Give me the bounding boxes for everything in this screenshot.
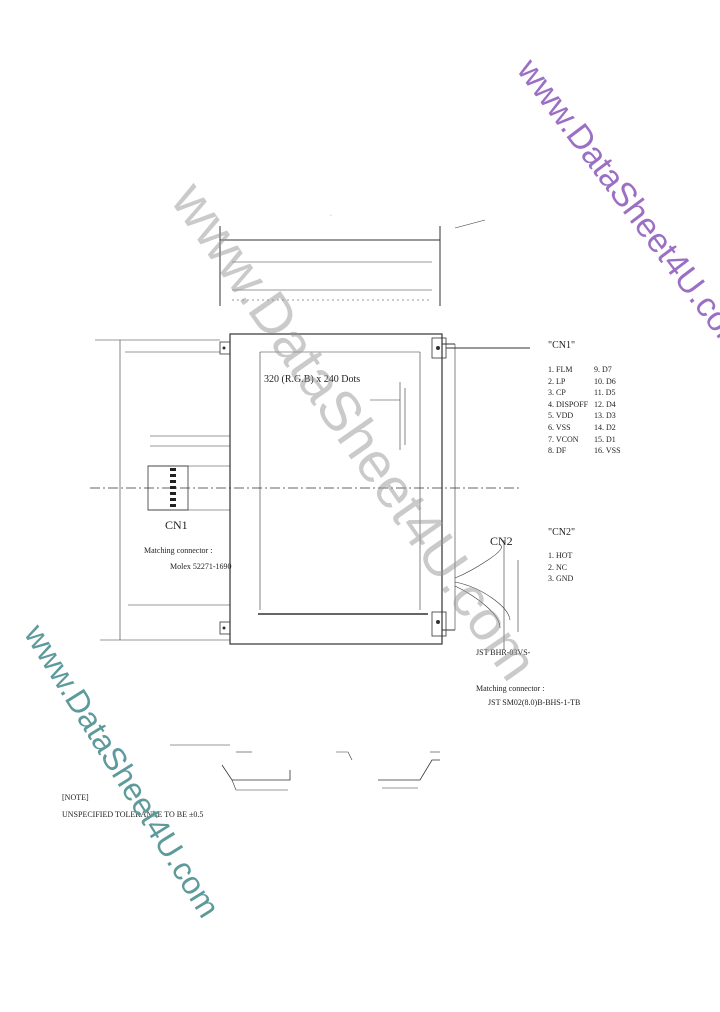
dimension-label: ·	[330, 213, 332, 219]
list-item: 13. D3	[594, 411, 616, 421]
cn1-pins-left: 1. FLM 2. LP 3. CP 4. DISPOFF 5. VDD 6. …	[548, 364, 588, 457]
cn2-pins: 1. HOT 2. NC 3. GND	[548, 550, 573, 585]
list-item: 5. VDD	[548, 411, 574, 421]
module-outline	[229, 333, 443, 645]
cn1-label: CN1	[165, 518, 188, 532]
list-item: 1. FLM	[548, 365, 573, 374]
list-item: 16. VSS	[594, 446, 621, 456]
list-item: 9. D7	[594, 365, 612, 374]
list-item: 14. D2	[594, 422, 616, 432]
note-title: [NOTE]	[62, 793, 89, 802]
cn2-heading: "CN2"	[548, 527, 576, 538]
list-item: 15. D1	[594, 434, 616, 444]
cn2-matching-label: Matching connector :	[476, 684, 545, 693]
list-item: 3. GND	[548, 574, 574, 584]
list-item: 10. D6	[594, 376, 616, 386]
list-item: 1. HOT	[548, 551, 573, 560]
cn1-heading: "CN1"	[548, 340, 576, 351]
resolution-label: 320 (R.G.B) x 240 Dots	[264, 374, 361, 385]
cn1-pins-right: 9. D7 10. D6 11. D5 12. D4 13. D3 14. D2…	[594, 364, 621, 457]
list-item: 4. DISPOFF	[548, 399, 589, 409]
list-item: 7. VCON	[548, 434, 579, 444]
list-item: 11. D5	[594, 388, 616, 398]
list-item: 12. D4	[594, 399, 616, 409]
cn2-label: CN2	[490, 534, 513, 548]
list-item: 8. DF	[548, 446, 567, 456]
cn2-matching-part: JST SM02(8.0)B-BHS-1-TB	[488, 698, 581, 707]
cn1-pin-ladder	[170, 468, 176, 507]
cn1-matching-label: Matching connector :	[144, 546, 213, 555]
cn2-connector-part: JST BHR-03VS-	[476, 648, 531, 657]
list-item: 3. CP	[548, 388, 566, 398]
list-item: 6. VSS	[548, 422, 571, 432]
cn1-matching-part: Molex 52271-1690	[170, 562, 232, 571]
list-item: 2. NC	[548, 562, 568, 572]
list-item: 2. LP	[548, 376, 566, 386]
note-text: UNSPECIFIED TOLERANCE TO BE ±0.5	[62, 810, 204, 819]
